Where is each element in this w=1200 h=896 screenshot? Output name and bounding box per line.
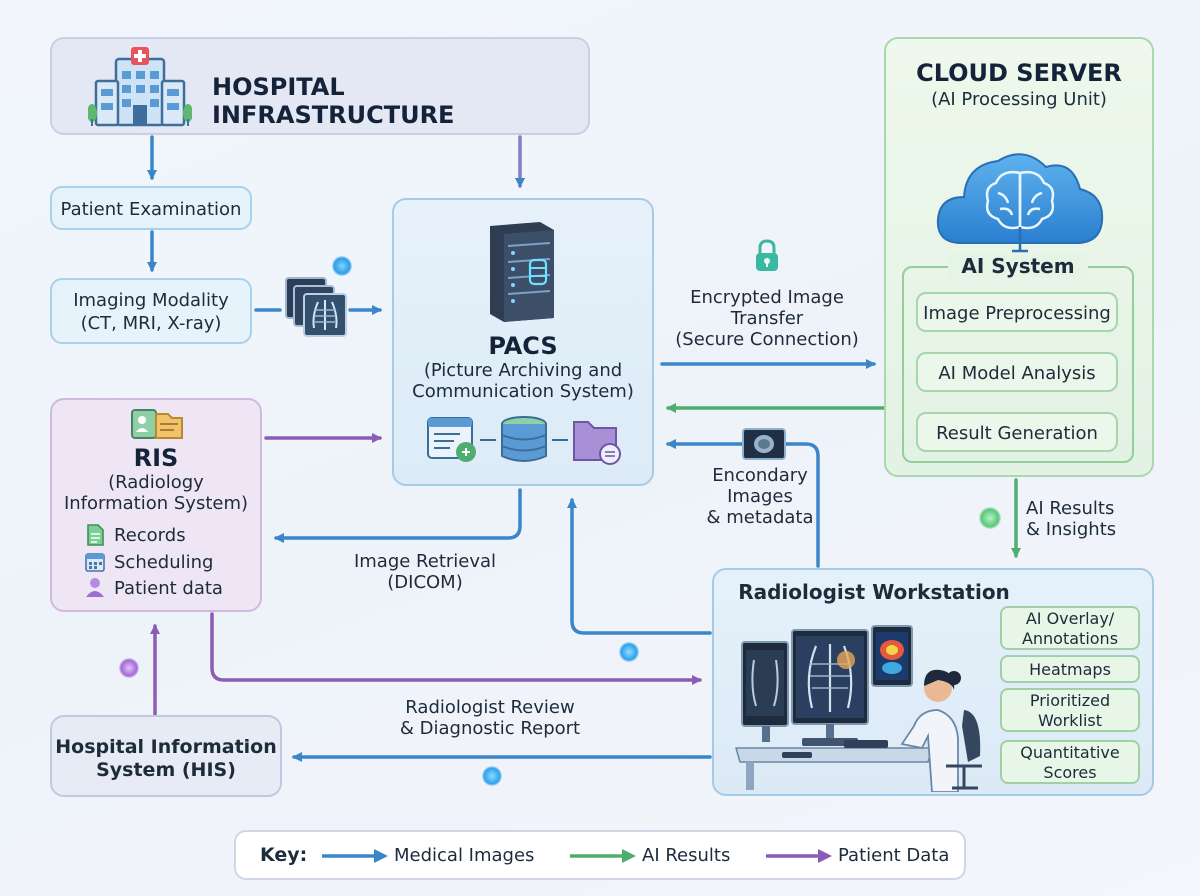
server-icon xyxy=(490,222,554,322)
ai-step-analysis: AI Model Analysis xyxy=(916,352,1118,392)
patient-examination-label: Patient Examination xyxy=(60,199,242,220)
glow-dot xyxy=(482,766,502,786)
ris-item-scheduling: Scheduling xyxy=(114,552,214,573)
transfer-label-1: Encrypted Image xyxy=(690,287,844,308)
glow-dot xyxy=(119,658,139,678)
legend-label-medical-images: Medical Images xyxy=(394,845,535,866)
imaging-modality-types: (CT, MRI, X-ray) xyxy=(80,313,222,334)
ai-results-label-2: & Insights xyxy=(1026,519,1117,540)
tag-label: Scores xyxy=(1043,763,1097,782)
retrieval-label-1: Image Retrieval xyxy=(353,551,497,572)
pacs-box: PACS (Picture Archiving and Communicatio… xyxy=(392,198,654,486)
retrieval-label-2: (DICOM) xyxy=(387,572,463,593)
secondary-label-1: Encondary xyxy=(712,465,808,486)
ai-step-label: AI Model Analysis xyxy=(938,363,1096,384)
ai-results-label-1: AI Results xyxy=(1026,498,1115,519)
person-icon xyxy=(86,578,104,597)
tag-ai-overlay: AI Overlay/ Annotations xyxy=(1000,606,1140,650)
tag-prioritized-worklist: Prioritized Worklist xyxy=(1000,688,1140,732)
cloud-brain-icon xyxy=(936,153,1104,253)
secondary-label-2: Images xyxy=(727,486,793,507)
hospital-infrastructure-box: HOSPITAL INFRASTRUCTURE xyxy=(50,37,590,135)
arrow-secondary-to-pacs xyxy=(666,439,820,568)
hospital-title: HOSPITAL INFRASTRUCTURE xyxy=(212,73,455,129)
legend-box: Key: Medical Images AI Results Patient D… xyxy=(234,830,966,880)
ai-step-preprocessing: Image Preprocessing xyxy=(916,292,1118,332)
glow-dot xyxy=(619,642,639,662)
xray-films-icon xyxy=(285,277,347,337)
pacs-icon-row xyxy=(427,416,621,465)
browser-icon xyxy=(427,417,476,462)
ris-files-icon xyxy=(131,409,183,439)
transfer-label-3: (Secure Connection) xyxy=(675,329,859,350)
ai-system-title: AI System xyxy=(948,254,1088,278)
imaging-modality-box: Imaging Modality (CT, MRI, X-ray) xyxy=(50,278,252,344)
ris-box: RIS (Radiology Information System) Recor… xyxy=(50,398,262,612)
tag-quantitative-scores: Quantitative Scores xyxy=(1000,740,1140,784)
workstation-title: Radiologist Workstation xyxy=(738,580,1010,604)
pacs-title: PACS xyxy=(488,332,558,360)
glow-dot xyxy=(332,256,352,276)
ai-system-box: AI System xyxy=(902,254,1134,463)
tag-label: Prioritized xyxy=(1029,691,1111,710)
folder-icon xyxy=(573,421,621,465)
lock-icon xyxy=(756,239,778,271)
tag-label: Quantitative xyxy=(1020,743,1120,762)
tag-label: Heatmaps xyxy=(1029,660,1111,679)
patient-examination-box: Patient Examination xyxy=(50,186,252,230)
pacs-subtitle-2: Communication System) xyxy=(412,381,634,402)
legend-title: Key: xyxy=(260,844,308,866)
database-icon xyxy=(501,416,547,462)
arrow-ris-to-workstation xyxy=(210,612,702,685)
secondary-label-3: & metadata xyxy=(706,507,814,528)
arrow-workstation-to-pacs xyxy=(567,498,712,635)
review-label-2: & Diagnostic Report xyxy=(399,718,581,739)
his-box: Hospital Information System (HIS) xyxy=(50,715,282,797)
legend-label-patient-data: Patient Data xyxy=(838,845,950,866)
transfer-label-2: Transfer xyxy=(730,308,804,329)
ris-title: RIS xyxy=(133,444,179,472)
cloud-title: CLOUD SERVER xyxy=(916,59,1122,87)
ris-item-patient-data: Patient data xyxy=(114,578,223,599)
legend-swatch-medical-images xyxy=(322,849,388,863)
ai-step-label: Result Generation xyxy=(936,423,1098,444)
ris-subtitle-2: Information System) xyxy=(63,493,249,514)
tag-label: AI Overlay/ xyxy=(1025,609,1115,628)
calendar-icon xyxy=(85,553,105,572)
document-icon xyxy=(87,524,104,546)
his-title-2: System (HIS) xyxy=(96,759,236,781)
his-title-1: Hospital Information xyxy=(55,736,277,758)
ris-subtitle-1: (Radiology xyxy=(108,472,204,493)
hospital-building-icon xyxy=(88,47,192,127)
legend-swatch-ai-results xyxy=(570,849,636,863)
radiologist-at-monitors-icon xyxy=(735,625,982,792)
arrow-pacs-to-ris xyxy=(274,488,522,543)
tag-label: Annotations xyxy=(1021,629,1119,648)
ris-item-records: Records xyxy=(114,525,186,546)
scan-thumbnail-icon xyxy=(742,428,786,460)
cloud-subtitle: (AI Processing Unit) xyxy=(931,89,1107,110)
tag-heatmaps: Heatmaps xyxy=(1000,655,1140,683)
tag-label: Worklist xyxy=(1037,711,1102,730)
review-label-1: Radiologist Review xyxy=(405,697,575,718)
glow-dot xyxy=(979,507,1001,529)
imaging-modality-title: Imaging Modality xyxy=(73,290,229,311)
ai-step-generation: Result Generation xyxy=(916,412,1118,452)
legend-label-ai-results: AI Results xyxy=(642,845,731,866)
legend-swatch-patient-data xyxy=(766,849,832,863)
pacs-subtitle-1: (Picture Archiving and xyxy=(423,360,623,381)
ai-step-label: Image Preprocessing xyxy=(923,303,1111,324)
